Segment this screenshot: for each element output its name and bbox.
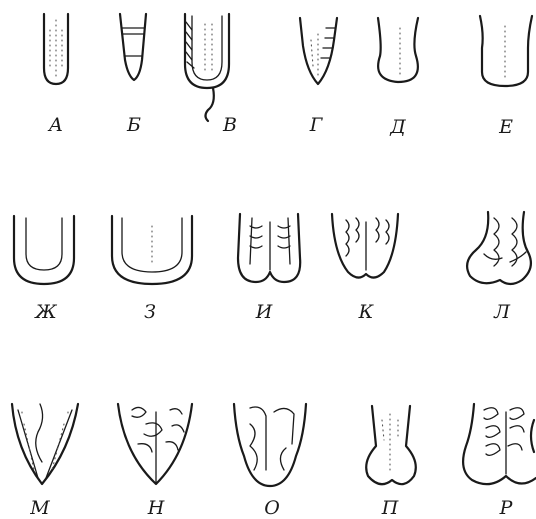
shape-zh — [14, 216, 74, 284]
shape-k — [332, 214, 398, 278]
label-z: З — [144, 301, 156, 323]
label-k: К — [358, 301, 375, 323]
shape-d — [378, 18, 418, 82]
label-d: Д — [389, 116, 406, 138]
label-b: Б — [126, 114, 141, 136]
shape-e — [480, 16, 532, 86]
shape-m — [12, 404, 78, 484]
label-a: А — [47, 114, 63, 136]
shape-p — [366, 406, 416, 484]
shape-o — [234, 404, 306, 486]
label-r: Р — [499, 497, 514, 519]
label-l: Л — [493, 301, 511, 323]
shape-i — [238, 214, 300, 282]
label-e: Е — [498, 116, 513, 138]
shape-l — [467, 212, 531, 284]
label-zh: Ж — [33, 301, 57, 323]
shape-g — [300, 18, 337, 84]
label-g: Г — [309, 114, 324, 136]
label-p: П — [381, 497, 399, 519]
label-m: М — [29, 497, 50, 519]
label-v: В — [222, 114, 237, 136]
label-o: О — [264, 497, 280, 519]
label-i: И — [255, 301, 273, 323]
shape-b — [120, 14, 146, 80]
shape-n — [118, 404, 192, 484]
shape-r — [463, 404, 536, 484]
label-n: Н — [147, 497, 165, 519]
shape-v — [185, 14, 229, 121]
shape-a — [44, 14, 68, 84]
shape-z — [112, 216, 192, 284]
